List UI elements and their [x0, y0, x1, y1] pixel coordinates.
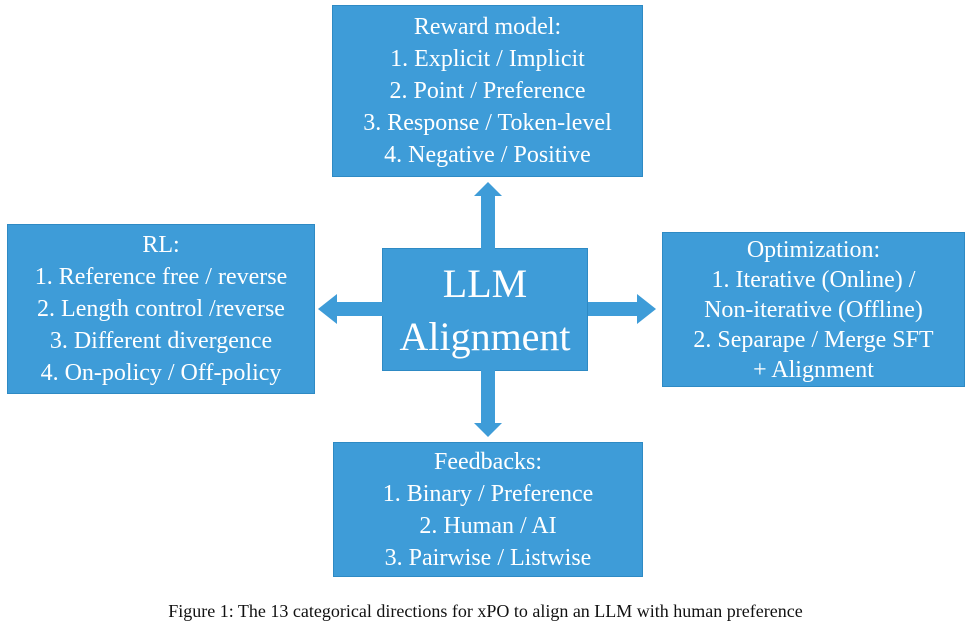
feedbacks-item: 1. Binary / Preference: [382, 480, 594, 507]
feedbacks-item: 2. Human / AI: [419, 512, 557, 539]
right-arrow-icon: [588, 302, 637, 316]
center-box-line2: Alignment: [399, 313, 571, 359]
reward-model-item: 2. Point / Preference: [389, 78, 586, 104]
optimization-item: 1. Iterative (Online) /: [711, 266, 916, 293]
reward-model-title: Reward model:: [413, 14, 562, 40]
reward-model-item: 3. Response / Token-level: [363, 110, 612, 136]
reward-model-item: 4. Negative / Positive: [384, 142, 591, 168]
right-arrowhead-icon: [637, 294, 656, 324]
left-arrowhead-icon: [318, 294, 337, 324]
rl-title: RL:: [142, 232, 180, 258]
figure-caption: Figure 1: The 13 categorical directions …: [168, 601, 803, 621]
rl-item: 1. Reference free / reverse: [34, 264, 288, 290]
reward-model-item: 1. Explicit / Implicit: [390, 46, 585, 72]
rl-item: 2. Length control /reverse: [37, 296, 285, 322]
feedbacks-box: Feedbacks: 1. Binary / Preference 2. Hum…: [333, 442, 643, 577]
feedbacks-item: 3. Pairwise / Listwise: [384, 544, 592, 571]
down-arrow-icon: [481, 370, 495, 423]
rl-item: 4. On-policy / Off-policy: [40, 360, 282, 386]
reward-model-box: Reward model: 1. Explicit / Implicit 2. …: [332, 5, 643, 177]
feedbacks-title: Feedbacks:: [434, 448, 542, 475]
optimization-item: 2. Separape / Merge SFT: [693, 326, 934, 353]
up-arrow-icon: [481, 195, 495, 249]
optimization-title: Optimization:: [746, 236, 881, 263]
down-arrowhead-icon: [474, 423, 502, 437]
optimization-box: Optimization: 1. Iterative (Online) / No…: [662, 232, 965, 387]
center-box-line1: LLM: [442, 260, 528, 306]
left-arrow-icon: [336, 302, 383, 316]
rl-item: 3. Different divergence: [49, 328, 273, 354]
llm-alignment-center-box: LLM Alignment: [382, 248, 588, 371]
optimization-item: + Alignment: [753, 356, 874, 383]
optimization-item: Non-iterative (Offline): [704, 296, 923, 323]
rl-box: RL: 1. Reference free / reverse 2. Lengt…: [7, 224, 315, 394]
up-arrowhead-icon: [474, 182, 502, 196]
